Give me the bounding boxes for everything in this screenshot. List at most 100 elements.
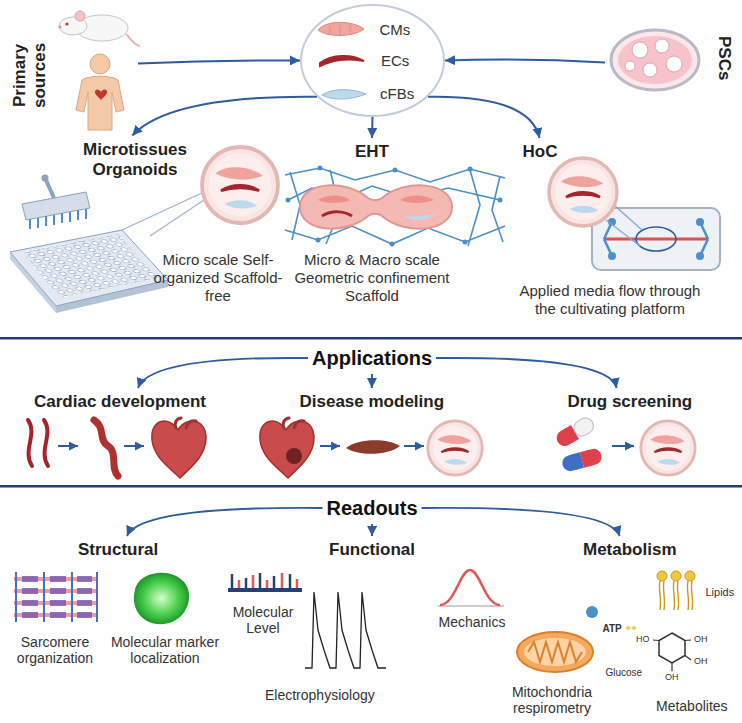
- cardiac-development-illustration: [94, 420, 118, 476]
- mitochondrion-illustration: [632, 626, 636, 630]
- heart-on-chip: [592, 208, 720, 270]
- stem-cell-dish: [611, 30, 699, 90]
- eht-scaffold: [300, 185, 452, 228]
- eht-scaffold: [322, 212, 352, 216]
- eht-scaffold: [318, 196, 350, 204]
- chemical-group: OH: [694, 635, 708, 645]
- cell-type-label: CMs: [380, 21, 411, 39]
- panel-heading: EHT: [355, 142, 389, 162]
- source-group: Primary sources: [6, 5, 138, 135]
- heart-on-chip: [608, 252, 616, 260]
- panel-description: Micro scale Self-organized Scaffold-free: [153, 251, 283, 305]
- flow-arrow: [445, 60, 605, 63]
- cardiac-development-illustration: [152, 418, 206, 478]
- disease-modeling-illustration: [260, 418, 314, 478]
- contraction-curve: [440, 570, 500, 605]
- flow-arrow: [371, 117, 374, 138]
- multichannel-pipette: [42, 175, 49, 182]
- heart-on-chip: [636, 227, 676, 251]
- readout-heading: Functional: [325, 536, 419, 564]
- application-heading: Cardiac development: [34, 392, 206, 412]
- disease-modeling-illustration: [260, 418, 482, 478]
- disease-modeling-illustration: [404, 445, 424, 447]
- flow-arrow: [371, 524, 373, 536]
- chemical-group: HO: [636, 635, 650, 645]
- eht-scaffold: [316, 238, 321, 243]
- heart-on-chip: [592, 205, 720, 270]
- stem-cell-dish: [643, 63, 657, 77]
- stem-cell-dish: [625, 61, 635, 71]
- source-label: Primary sources: [10, 37, 51, 112]
- flow-arrow: [371, 374, 373, 388]
- mitochondrion-illustration: [626, 626, 630, 630]
- multiwell-plate: [10, 230, 168, 306]
- sarcomere-illustration: [22, 579, 92, 615]
- readout-label: Molecular Level: [218, 604, 308, 636]
- eht-scaffold: [390, 242, 395, 247]
- mitochondrion-illustration: [586, 606, 598, 618]
- flow-arrow: [428, 97, 540, 138]
- cell-type-label: cFBs: [380, 85, 414, 103]
- heart-on-chip: [604, 222, 708, 256]
- heart-on-chip: [696, 218, 704, 226]
- readout-label: Mechanics: [439, 614, 506, 630]
- multichannel-pipette: [46, 180, 54, 198]
- heart-on-chip: [696, 252, 704, 260]
- rat-illustration: [65, 22, 68, 25]
- section-divider: [0, 485, 742, 488]
- readout-label: Metabolites: [656, 698, 728, 714]
- readout-heading: Structural: [74, 536, 162, 564]
- molecule-label: Glucose: [606, 667, 643, 678]
- eht-scaffold: [404, 214, 436, 220]
- glucose-structure: [653, 633, 691, 671]
- mitochondrion-illustration: [517, 606, 636, 672]
- stem-cell-dish: [618, 36, 692, 84]
- source-label: PSCs: [714, 36, 734, 80]
- section-heading: Readouts: [323, 492, 422, 524]
- multiwell-plate: [10, 230, 168, 313]
- flow-arrow: [436, 358, 617, 388]
- multiwell-plate: [22, 234, 158, 298]
- panel-description: Micro & Macro scale Geometric confinemen…: [282, 251, 462, 305]
- chemical-group: OH: [665, 673, 679, 683]
- sarcomere-illustration: [16, 572, 97, 622]
- eht-scaffold: [463, 240, 468, 245]
- disease-modeling-illustration: [428, 421, 482, 475]
- eht-scaffold: [286, 198, 291, 203]
- mitochondrion-illustration: [528, 642, 582, 662]
- stem-cell-dish: [655, 39, 669, 53]
- application-heading: Disease modeling: [300, 392, 445, 412]
- source-group: PSCs: [605, 15, 738, 110]
- readout-heading: Metabolism: [583, 540, 677, 560]
- cardiac-development-illustration: [124, 445, 144, 447]
- lipid-illustration: [685, 571, 695, 581]
- lipid-illustration: [657, 571, 695, 610]
- cardiac-development-illustration: [28, 418, 206, 478]
- panel-description: Applied media flow through the cultivati…: [510, 282, 710, 318]
- multichannel-pipette: [22, 192, 90, 220]
- eht-scaffold: [468, 167, 473, 172]
- contraction-curve: [438, 570, 504, 606]
- cell-type-icons: [330, 25, 350, 35]
- human-illustration: [76, 76, 124, 130]
- section-heading: Readouts: [327, 496, 418, 520]
- rat-illustration: [59, 11, 141, 46]
- rat-illustration: [75, 11, 85, 21]
- drug-screening-illustration: [561, 452, 584, 473]
- section-heading: Applications: [312, 346, 432, 370]
- application-heading: Cardiac development: [30, 388, 210, 416]
- flow-arrow: [138, 60, 300, 63]
- rat-illustration: [59, 26, 62, 29]
- readout-label: Sarcomere organization: [5, 634, 105, 666]
- cardiac-development-illustration: [28, 420, 48, 466]
- eht-scaffold: [400, 196, 434, 204]
- human-illustration: [76, 54, 124, 130]
- eht-scaffold: [285, 166, 505, 247]
- model-panel: Microtissues OrganoidsMicro scale Self-o…: [66, 136, 287, 310]
- marker-stain: [134, 573, 189, 624]
- heart-on-chip: [604, 238, 708, 241]
- disease-modeling-illustration: [320, 445, 340, 447]
- cell-type-icons: [318, 22, 364, 35]
- eht-scaffold: [285, 168, 505, 246]
